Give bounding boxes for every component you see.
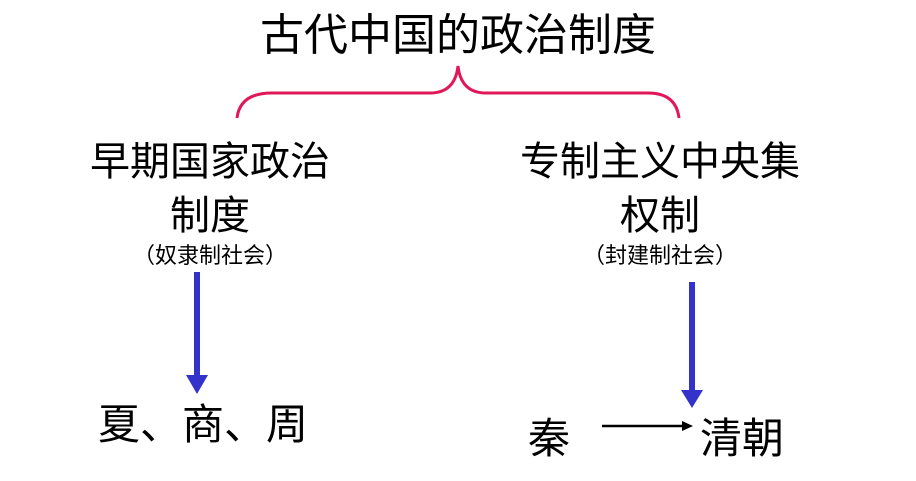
right-result-end: 清朝	[700, 414, 785, 463]
right-heading-line2: 权制	[620, 193, 700, 239]
left-heading-line1: 早期国家政治	[90, 139, 330, 185]
left-note: （奴隶制社会）	[132, 244, 287, 269]
brace	[235, 65, 681, 119]
right-down-arrow	[681, 282, 703, 408]
right-result-start: 秦	[528, 414, 571, 463]
right-heading-line1: 专制主义中央集	[520, 139, 800, 185]
diagram-title: 古代中国的政治制度	[260, 10, 656, 61]
left-heading-line2: 制度	[170, 193, 250, 239]
qin-to-qing-arrow	[602, 421, 693, 431]
left-down-arrow	[186, 272, 208, 394]
left-result: 夏、商、周	[98, 400, 309, 449]
right-note: （封建制社会）	[582, 244, 737, 269]
